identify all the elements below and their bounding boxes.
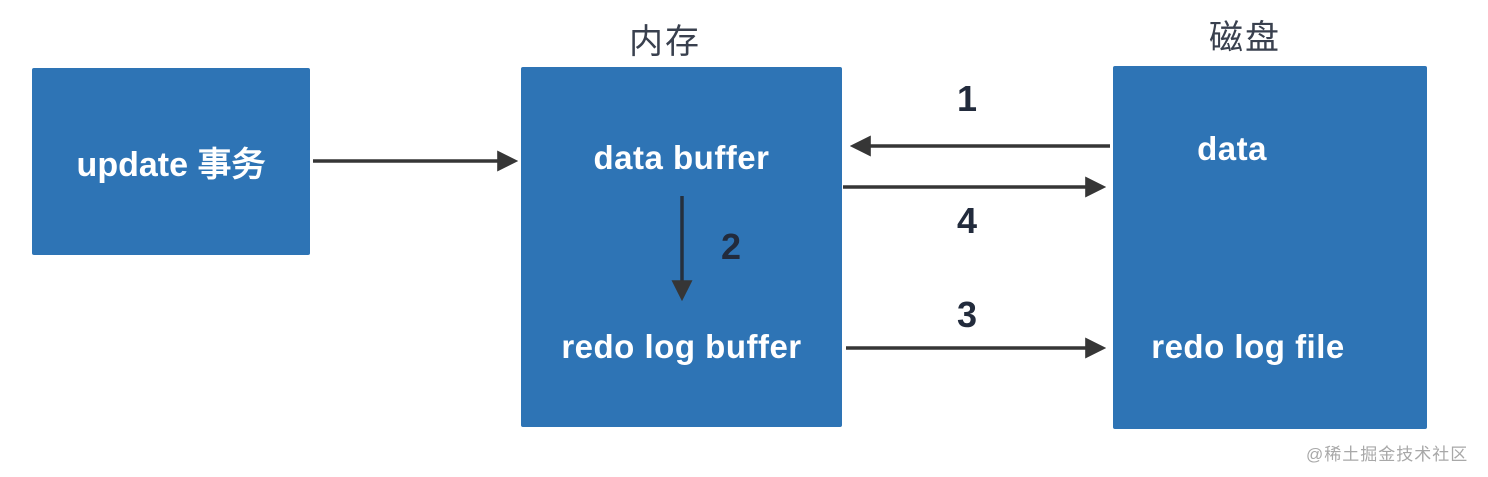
redo-log-file-label: redo log file <box>1151 328 1345 365</box>
step-1-label: 1 <box>956 78 978 119</box>
step-4-label: 4 <box>956 200 978 241</box>
redo-log-buffer-label: redo log buffer <box>561 328 802 365</box>
disk-box: data redo log file <box>1113 66 1427 429</box>
update-transaction-box: update 事务 <box>32 68 310 255</box>
update-transaction-label: update 事务 <box>76 146 266 184</box>
memory-box: data buffer redo log buffer <box>521 67 842 427</box>
step-2-label: 2 <box>720 226 742 267</box>
disk-data-label: data <box>1197 130 1267 167</box>
memory-section-title: 内存 <box>629 23 701 61</box>
disk-section-title: 磁盘 <box>1209 19 1281 57</box>
watermark-text: @稀土掘金技术社区 <box>1306 445 1469 464</box>
step-3-label: 3 <box>956 294 978 335</box>
data-buffer-label: data buffer <box>593 139 770 176</box>
